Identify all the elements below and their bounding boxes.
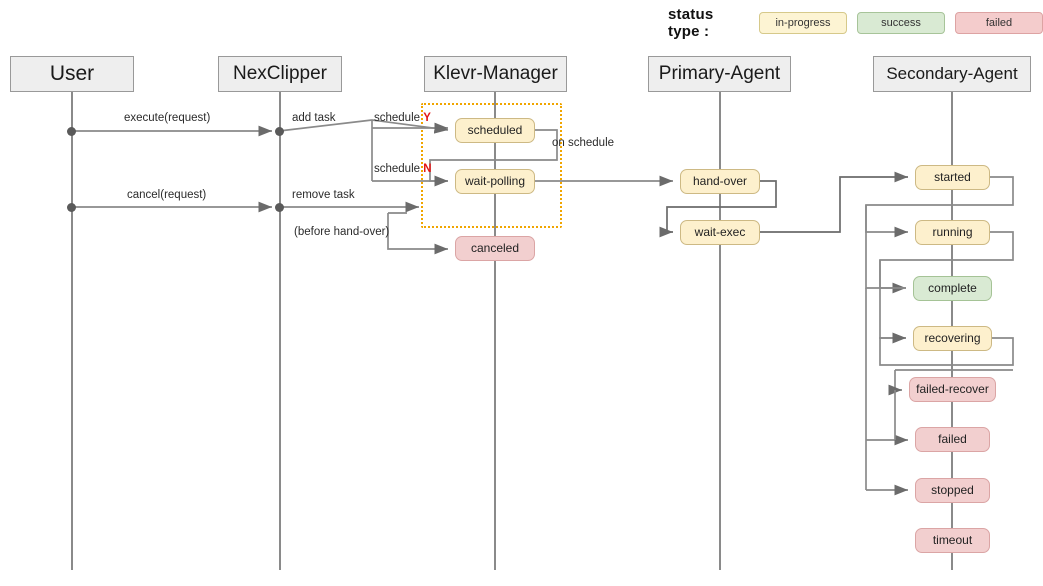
schedule-group-frame	[421, 103, 562, 228]
legend-chip-success: success	[857, 11, 945, 35]
node-stopped[interactable]: stopped	[915, 478, 990, 503]
node-failed[interactable]: failed	[915, 427, 990, 452]
participant-primary-agent: Primary-Agent	[648, 56, 791, 92]
node-started[interactable]: started	[915, 165, 990, 190]
node-timeout[interactable]: timeout	[915, 528, 990, 553]
message-label-execute-request: execute(request)	[124, 112, 211, 124]
participant-user: User	[10, 56, 134, 92]
node-scheduled[interactable]: scheduled	[455, 118, 535, 143]
schedule-yes-text: schedule	[374, 112, 421, 124]
legend: status type : in-progress success failed	[668, 6, 1043, 40]
message-label-remove-task: remove task	[292, 189, 355, 201]
lifeline-dot-nexclipper-execute	[275, 127, 284, 136]
lifeline-dot-nexclipper-cancel	[275, 203, 284, 212]
message-label-schedule-yes: schedule Y	[374, 112, 431, 124]
node-wait-exec[interactable]: wait-exec	[680, 220, 760, 245]
node-wait-polling[interactable]: wait-polling	[455, 169, 535, 194]
legend-chip-failed: failed	[955, 11, 1043, 35]
message-label-add-task: add task	[292, 112, 336, 124]
schedule-no-text: schedule	[374, 163, 421, 175]
lifeline-dot-user-cancel	[67, 203, 76, 212]
legend-title: status type :	[668, 6, 714, 40]
node-hand-over[interactable]: hand-over	[680, 169, 760, 194]
participant-secondary-agent: Secondary-Agent	[873, 56, 1031, 92]
lifeline-nexclipper	[279, 92, 281, 570]
message-label-cancel-request: cancel(request)	[127, 189, 207, 201]
schedule-no-flag: N	[423, 163, 432, 175]
lifeline-primary-agent	[719, 92, 721, 570]
node-complete[interactable]: complete	[913, 276, 992, 301]
message-label-schedule-no: schedule N	[374, 163, 432, 175]
participant-klevr-manager: Klevr-Manager	[424, 56, 567, 92]
participant-nexclipper: NexClipper	[218, 56, 342, 92]
node-recovering[interactable]: recovering	[913, 326, 992, 351]
schedule-yes-flag: Y	[423, 112, 431, 124]
lifeline-klevr-manager	[494, 92, 496, 570]
node-running[interactable]: running	[915, 220, 990, 245]
lifeline-user	[71, 92, 73, 570]
node-failed-recover[interactable]: failed-recover	[909, 377, 996, 402]
message-label-before-hand-over: (before hand-over)	[294, 226, 390, 238]
lifeline-dot-user-execute	[67, 127, 76, 136]
message-label-on-schedule: on schedule	[552, 137, 615, 149]
legend-chip-in-progress: in-progress	[759, 11, 847, 35]
node-canceled[interactable]: canceled	[455, 236, 535, 261]
